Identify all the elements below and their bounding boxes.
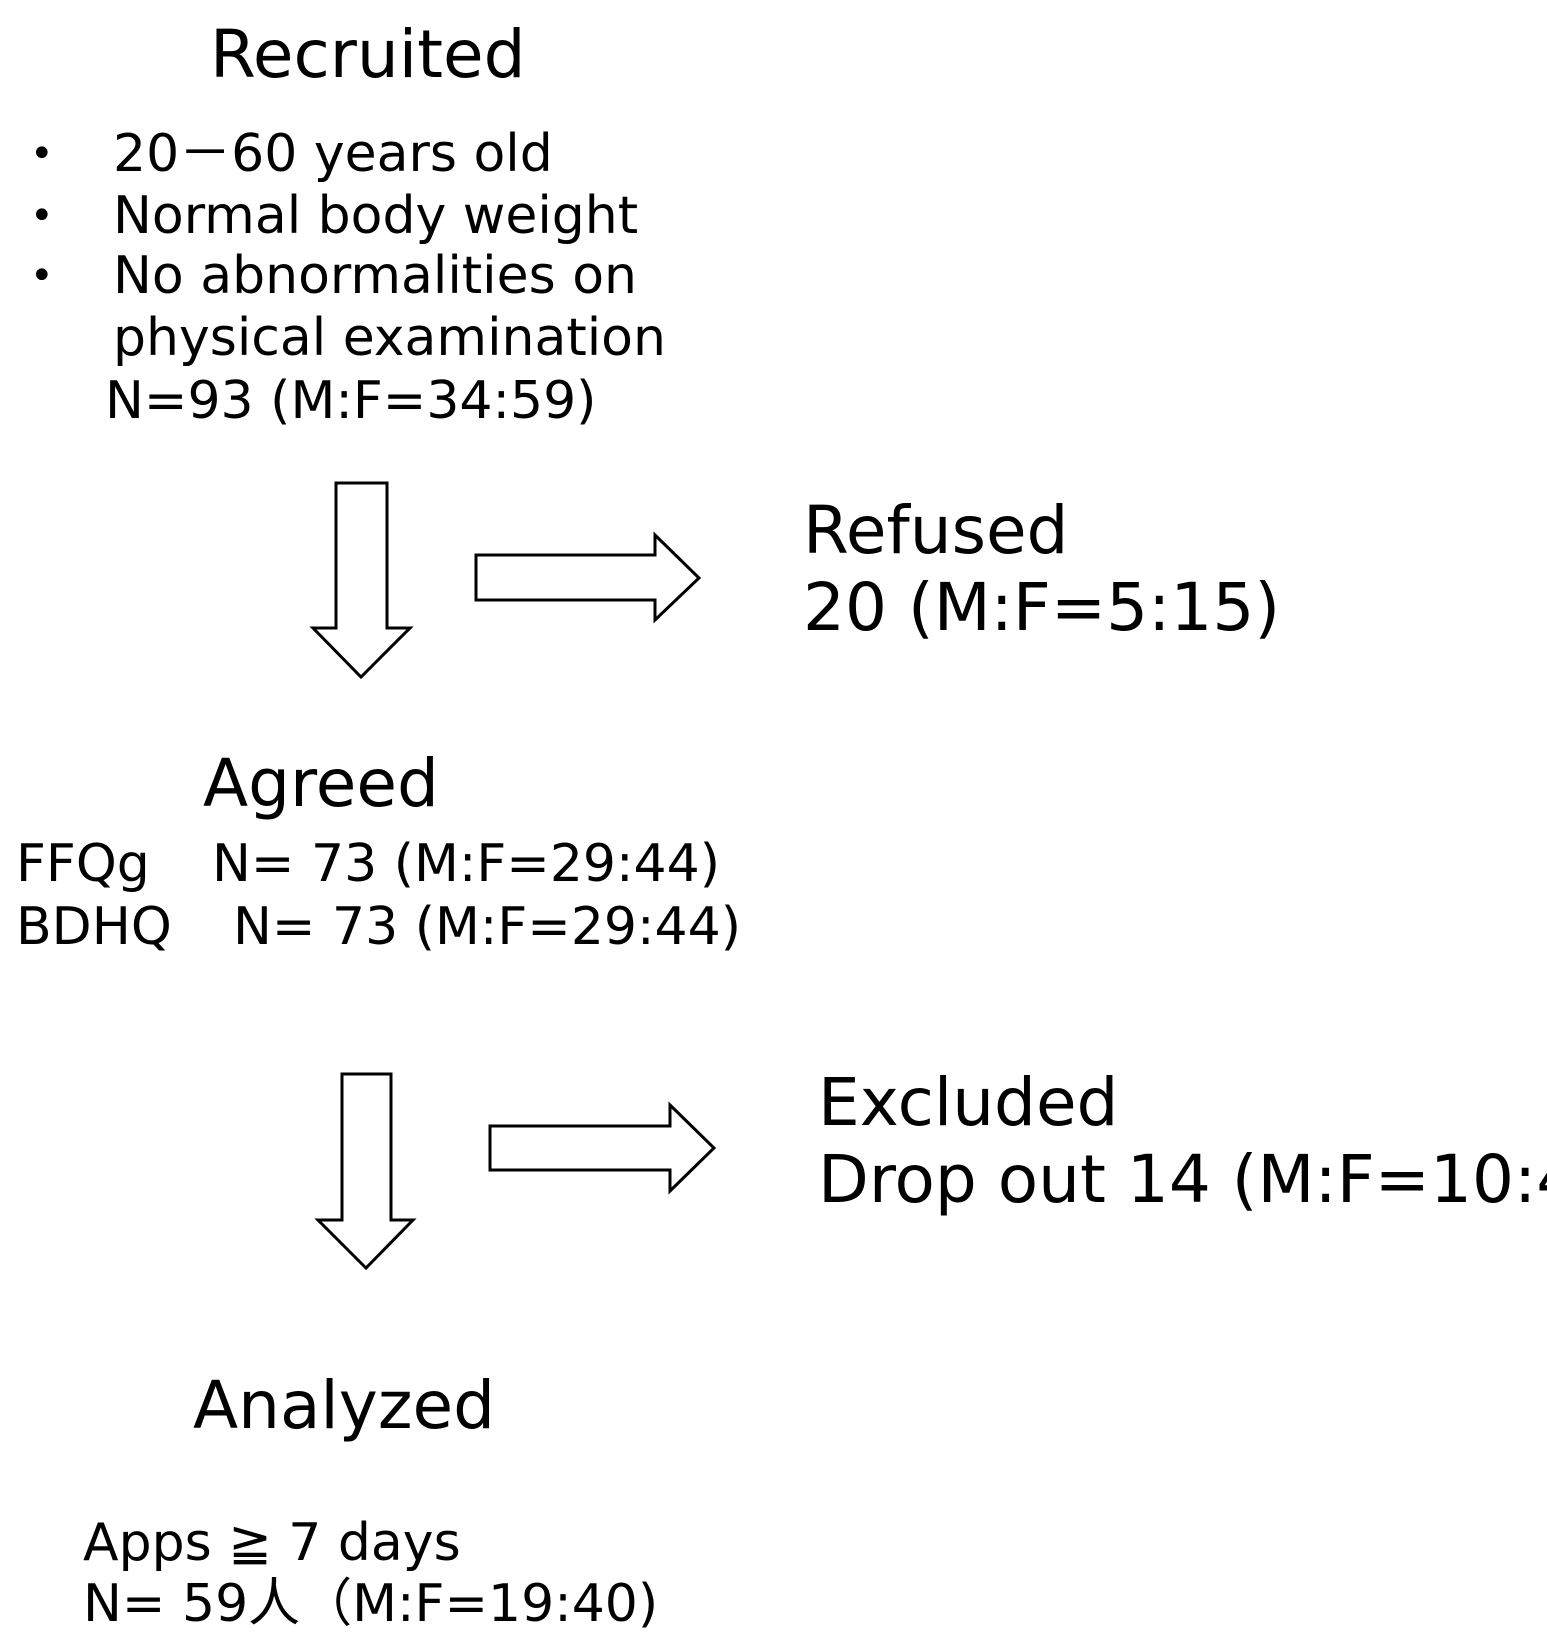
excluded-title: Excluded	[818, 1064, 1119, 1141]
recruited-count: N=93 (M:F=34:59)	[105, 371, 597, 431]
agreed-row-count: N= 73 (M:F=29:44)	[233, 897, 741, 957]
criterion-age: 20－60 years old	[113, 124, 553, 184]
refused-title: Refused	[803, 492, 1069, 569]
criterion-weight: Normal body weight	[113, 186, 639, 246]
recruited-title: Recruited	[210, 16, 526, 93]
analyzed-title: Analyzed	[193, 1367, 495, 1444]
criterion-exam-line2: physical examination	[113, 308, 666, 368]
analyzed-count: N= 59人（M:F=19:40)	[83, 1574, 659, 1634]
criterion-exam-line1: No abnormalities on	[113, 246, 637, 306]
excluded-detail: Drop out 14 (M:F=10:4)	[818, 1141, 1547, 1218]
analyzed-criterion: Apps ≧ 7 days	[83, 1513, 461, 1573]
agreed-title: Agreed	[203, 745, 439, 822]
bullet-icon: •	[30, 253, 54, 299]
bullet-icon: •	[30, 193, 54, 239]
agreed-row-label: FFQg	[16, 834, 150, 894]
agreed-row-label: BDHQ	[16, 897, 172, 957]
bullet-icon: •	[30, 131, 54, 177]
agreed-row-count: N= 73 (M:F=29:44)	[212, 834, 720, 894]
refused-count: 20 (M:F=5:15)	[803, 569, 1281, 646]
